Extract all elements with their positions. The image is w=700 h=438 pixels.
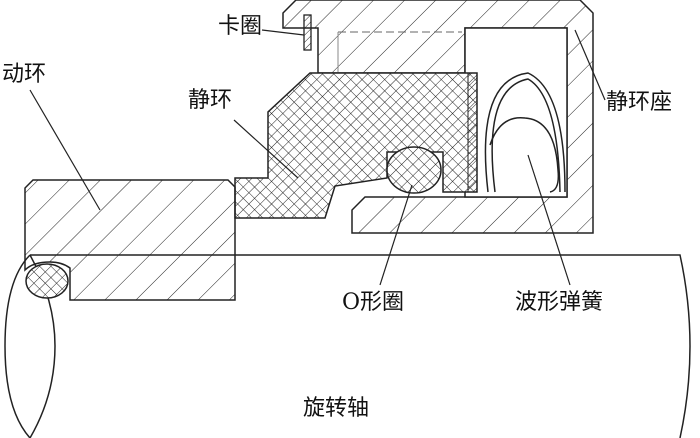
snap-ring [303, 14, 312, 51]
leader-lines [29, 29, 606, 286]
label-stationary-ring: 静环 [188, 88, 233, 113]
label-snap-ring: 卡圈 [218, 14, 263, 39]
rotating-ring [24, 179, 236, 301]
label-o-ring: O形圈 [342, 290, 405, 315]
wave-spring [484, 72, 566, 193]
label-rotating-ring: 动环 [2, 62, 47, 87]
o-ring [386, 146, 442, 194]
label-wave-spring: 波形弹簧 [515, 290, 604, 315]
label-stationary-seat: 静环座 [606, 90, 673, 115]
rotating-ring-o-ring [25, 263, 69, 299]
label-shaft: 旋转轴 [303, 396, 370, 421]
